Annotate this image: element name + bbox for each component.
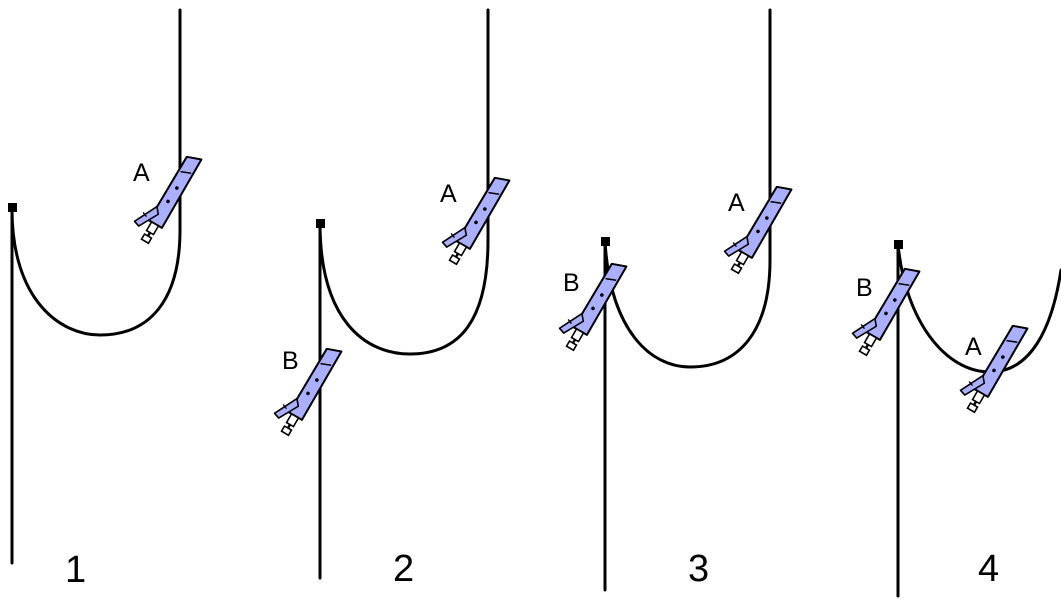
device-label-a: A: [728, 189, 745, 217]
rope-step-1: [10, 8, 182, 565]
rope-step-2: [318, 8, 490, 580]
step-3: A B 3: [552, 8, 793, 592]
device-label-b: B: [856, 274, 873, 302]
step-number-4: 4: [978, 548, 999, 590]
step-number-1: 1: [65, 549, 86, 591]
step-number-2: 2: [393, 548, 414, 590]
step-number-3: 3: [688, 548, 709, 590]
rope-end-knot: [601, 237, 610, 246]
step-4: A B 4: [845, 240, 1061, 598]
rope-end-knot: [8, 203, 17, 212]
step-2: A B 2: [267, 8, 511, 590]
rope-end-knot: [894, 240, 903, 249]
device-label-a: A: [133, 159, 150, 187]
device-label-b: B: [282, 347, 299, 375]
rope-step-3: [603, 8, 772, 592]
rope-step-4: [896, 243, 1061, 598]
step-1: A 1: [8, 8, 203, 591]
ascender-b: [845, 256, 921, 359]
rope-end-knot: [316, 219, 325, 228]
device-label-a: A: [965, 333, 982, 361]
device-label-a: A: [440, 180, 457, 208]
device-label-b: B: [563, 269, 580, 297]
ascender-b: [267, 336, 343, 439]
